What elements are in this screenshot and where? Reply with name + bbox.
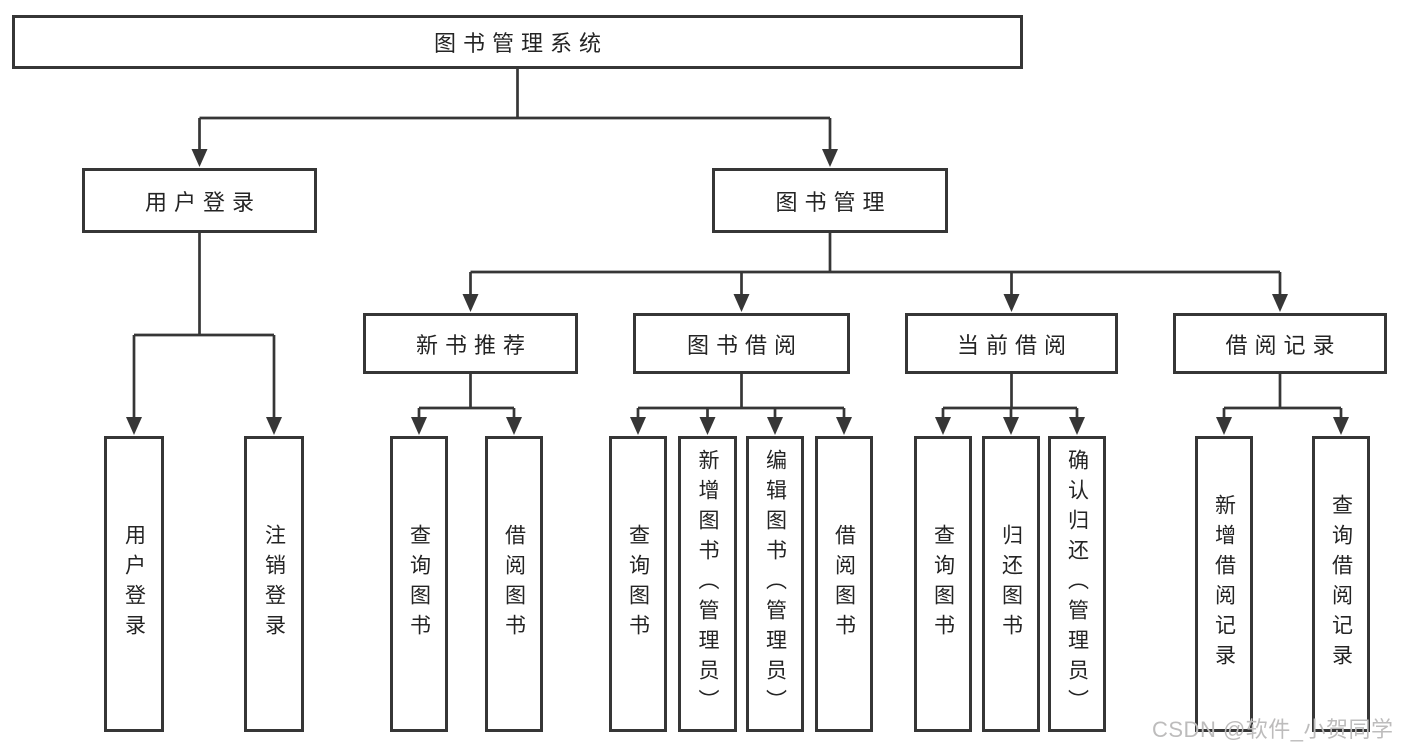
leaf-return-books: 归还图书 [982, 436, 1040, 732]
node-current-borrowing: 当前借阅 [905, 313, 1118, 374]
leaf-query-books-recommend: 查询图书 [390, 436, 448, 732]
leaf-query-books-borrowing: 查询图书 [609, 436, 667, 732]
leaf-borrow-books-borrowing: 借阅图书 [815, 436, 873, 732]
node-book-management: 图书管理 [712, 168, 948, 233]
leaf-user-login: 用户登录 [104, 436, 164, 732]
node-user-login: 用户登录 [82, 168, 317, 233]
leaf-edit-books-admin: 编辑图书（管理员） [746, 436, 804, 732]
leaf-query-borrow-record: 查询借阅记录 [1312, 436, 1370, 732]
node-library-system: 图书管理系统 [12, 15, 1023, 69]
leaf-add-books-admin: 新增图书（管理员） [678, 436, 737, 732]
leaf-logout: 注销登录 [244, 436, 304, 732]
node-borrowing-records: 借阅记录 [1173, 313, 1387, 374]
leaf-borrow-books-recommend: 借阅图书 [485, 436, 543, 732]
leaf-add-borrow-record: 新增借阅记录 [1195, 436, 1253, 732]
leaf-confirm-return-admin: 确认归还（管理员） [1048, 436, 1106, 732]
csdn-watermark: CSDN @软件_小贺同学 [1152, 717, 1394, 742]
node-book-borrowing: 图书借阅 [633, 313, 850, 374]
node-new-book-recommend: 新书推荐 [363, 313, 578, 374]
leaf-query-books-current: 查询图书 [914, 436, 972, 732]
